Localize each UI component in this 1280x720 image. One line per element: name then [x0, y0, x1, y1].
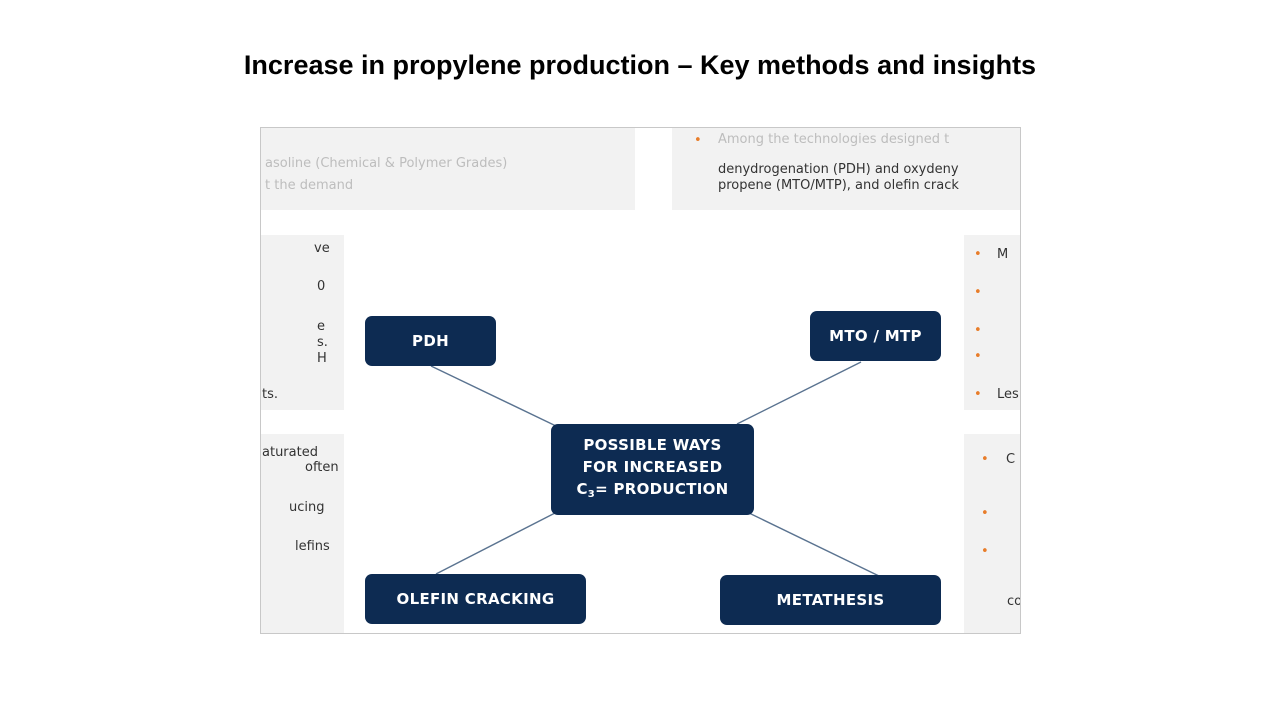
link-pdh [431, 366, 556, 426]
slide-title: Increase in propylene production – Key m… [0, 50, 1280, 81]
link-olefin [436, 513, 555, 574]
center-line-3-sub: 3 [588, 489, 595, 500]
center-line-3-prefix: C [576, 480, 587, 498]
link-mto [737, 362, 861, 424]
center-line-3: C3= PRODUCTION [576, 478, 728, 506]
node-metathesis: METATHESIS [720, 575, 941, 625]
diagram-figure: asoline (Chemical & Polymer Grades) t th… [260, 127, 1021, 634]
center-line-1: POSSIBLE WAYS [583, 434, 721, 456]
link-metathesis [749, 513, 879, 576]
center-line-3-suffix: = PRODUCTION [595, 480, 728, 498]
node-pdh: PDH [365, 316, 496, 366]
connector-lines [261, 128, 1020, 633]
node-mto-mtp: MTO / MTP [810, 311, 941, 361]
center-line-2: FOR INCREASED [583, 456, 723, 478]
node-center: POSSIBLE WAYS FOR INCREASED C3= PRODUCTI… [551, 424, 754, 515]
node-olefin-cracking: OLEFIN CRACKING [365, 574, 586, 624]
